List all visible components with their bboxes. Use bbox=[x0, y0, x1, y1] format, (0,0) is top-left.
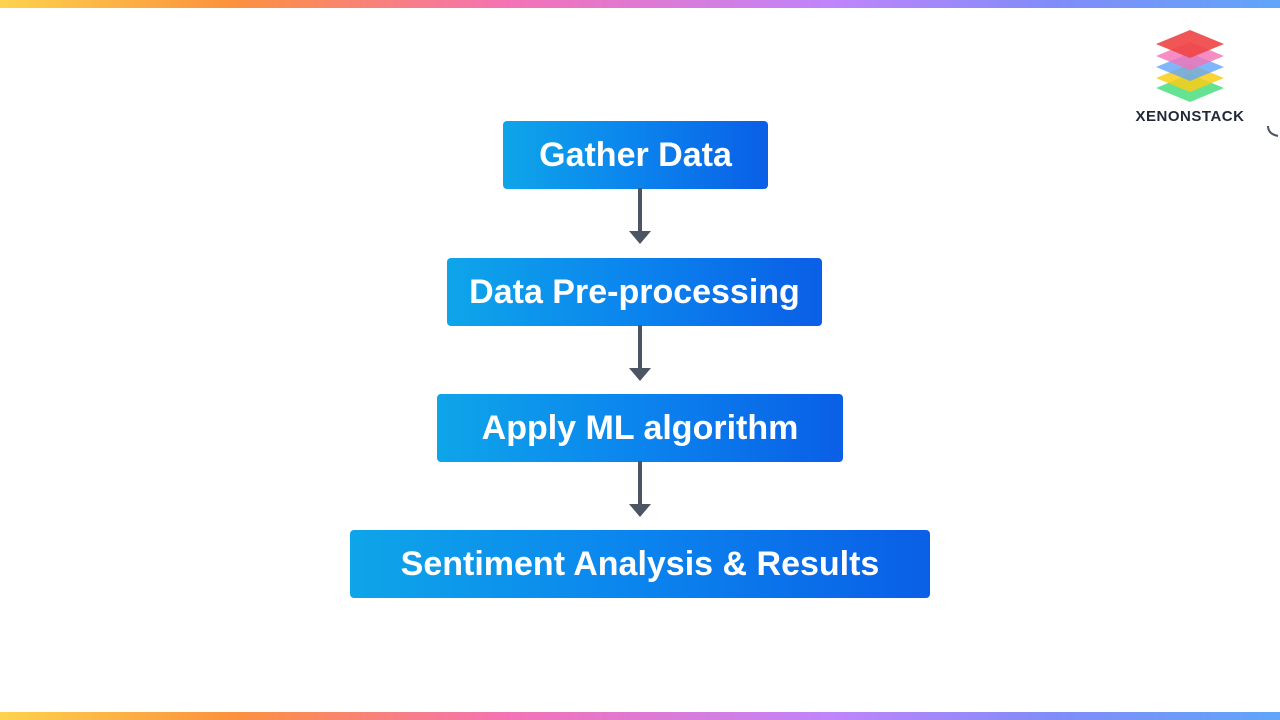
partial-arc-icon bbox=[1267, 125, 1279, 137]
top-gradient-bar bbox=[0, 0, 1280, 8]
step-sentiment-analysis-results: Sentiment Analysis & Results bbox=[350, 530, 930, 598]
down-arrow-icon bbox=[629, 461, 651, 517]
brand-name: XENONSTACK bbox=[1135, 108, 1245, 125]
down-arrow-icon bbox=[629, 325, 651, 381]
bottom-gradient-bar bbox=[0, 712, 1280, 720]
step-apply-ml-algorithm: Apply ML algorithm bbox=[437, 394, 843, 462]
brand-logo: XENONSTACK bbox=[1120, 22, 1260, 132]
step-data-pre-processing: Data Pre-processing bbox=[447, 258, 822, 326]
step-gather-data: Gather Data bbox=[503, 121, 768, 189]
layered-stack-icon bbox=[1156, 30, 1224, 102]
down-arrow-icon bbox=[629, 188, 651, 244]
